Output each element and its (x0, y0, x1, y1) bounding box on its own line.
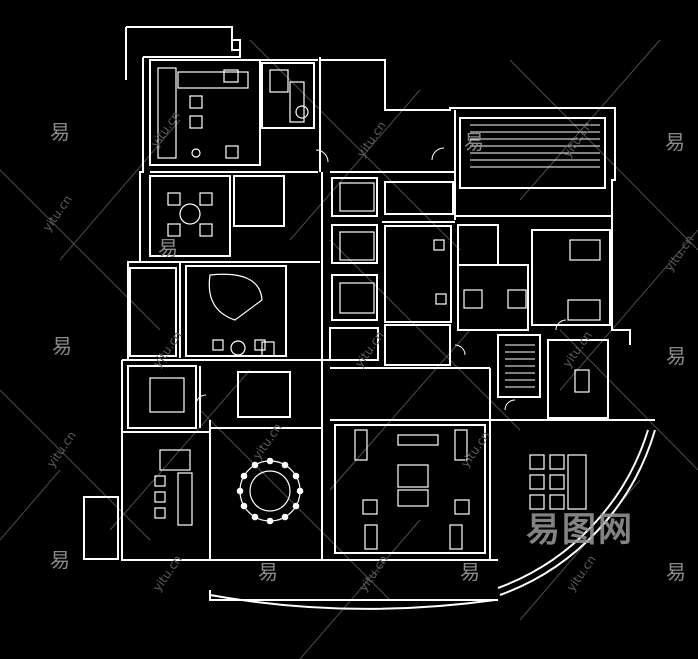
watermark-glyph: 易 (464, 130, 484, 154)
watermark-glyph: 易 (50, 548, 70, 572)
dining-chairs (236, 457, 304, 525)
watermark-glyph: 易 (258, 560, 278, 584)
interior-walls (83, 59, 655, 561)
stair-treads (470, 124, 600, 388)
watermark-glyph: 易 (666, 344, 686, 368)
watermark-glyph: 易 (665, 130, 685, 154)
watermark-glyph: 易 (666, 560, 686, 584)
door-swings (195, 147, 567, 411)
exterior-walls (121, 26, 656, 610)
watermark-glyph: 易 (460, 560, 480, 584)
watermark-glyph: 易 (52, 334, 72, 358)
watermark-brand-logo: 易图网 (526, 510, 634, 550)
watermark-glyph: 易 (50, 120, 70, 144)
watermark-glyph: 易 (158, 236, 178, 260)
